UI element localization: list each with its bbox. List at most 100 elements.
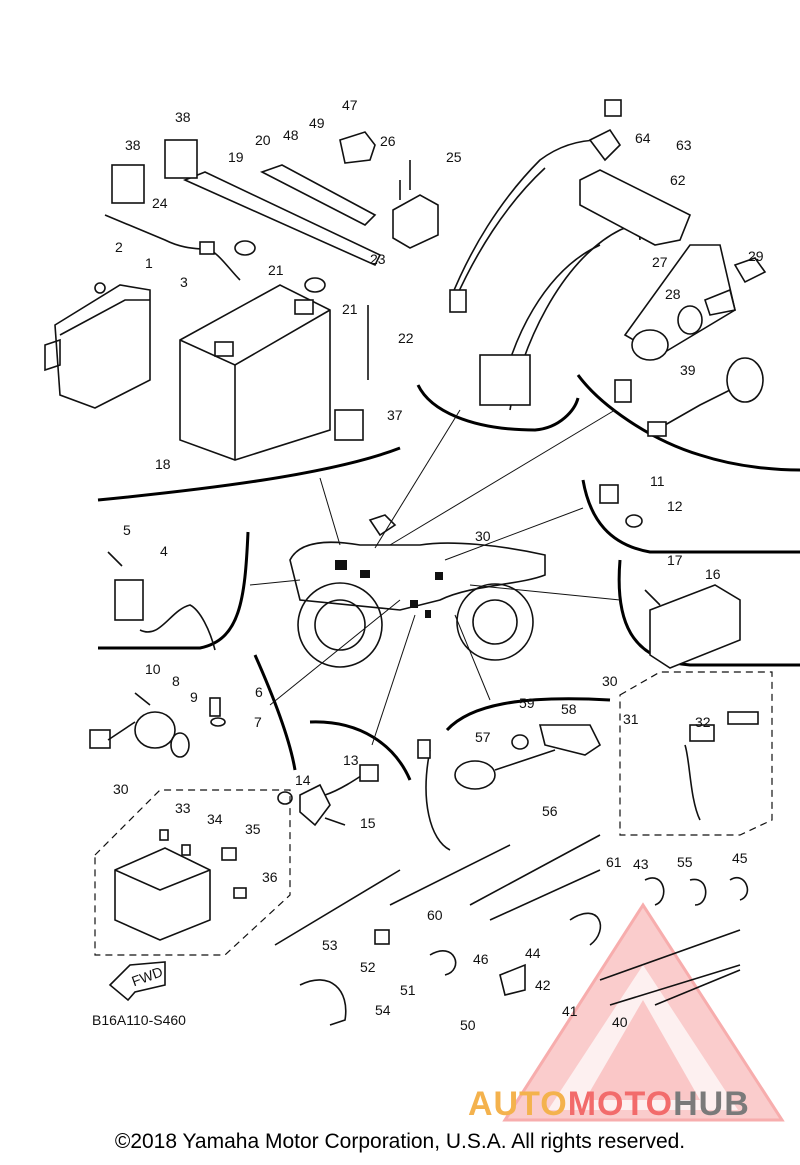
rectifier-16 xyxy=(644,584,741,669)
part-number-label: 61 xyxy=(606,854,622,870)
part-47 xyxy=(339,131,376,164)
main-switch xyxy=(614,244,767,403)
part-number-label: 15 xyxy=(360,815,376,831)
part-number-label: 54 xyxy=(375,1002,391,1018)
ignition-coil xyxy=(107,551,216,651)
part-number-label: 33 xyxy=(175,800,191,816)
fuse-box-area xyxy=(94,789,291,956)
part-number-label: 12 xyxy=(667,498,683,514)
part-number-label: 19 xyxy=(228,149,244,165)
relays-38 xyxy=(111,139,198,204)
part-number-label: 56 xyxy=(542,803,558,819)
battery xyxy=(179,284,331,461)
part-number-label: 21 xyxy=(268,262,284,278)
part-number-label: 1 xyxy=(145,255,153,271)
switch-6 xyxy=(209,697,226,727)
speed-sensor-13 xyxy=(277,764,379,827)
part-number-label: 8 xyxy=(172,673,180,689)
part-number-label: 30 xyxy=(602,673,618,689)
part-number-label: 43 xyxy=(633,856,649,872)
brand-moto: MOTO xyxy=(567,1085,674,1123)
atv-vehicle-outline xyxy=(289,514,546,668)
part-number-label: 58 xyxy=(561,701,577,717)
part-number-label: 34 xyxy=(207,811,223,827)
part-number-label: 50 xyxy=(460,1017,476,1033)
part-number-label: 10 xyxy=(145,661,161,677)
part-number-label: 20 xyxy=(255,132,271,148)
part-number-label: 11 xyxy=(650,473,665,489)
part-number-label: 47 xyxy=(342,97,358,113)
part-number-label: 40 xyxy=(612,1014,628,1030)
part-number-label: 13 xyxy=(343,752,359,768)
part-number-label: 55 xyxy=(677,854,693,870)
part-number-label: 36 xyxy=(262,869,278,885)
part-number-label: 22 xyxy=(398,330,414,346)
part-number-label: 30 xyxy=(475,528,491,544)
part-number-label: 63 xyxy=(676,137,692,153)
part-number-label: 35 xyxy=(245,821,261,837)
cap-63 xyxy=(588,99,622,162)
part-number-label: 6 xyxy=(255,684,263,700)
part-number-label: 42 xyxy=(535,977,551,993)
part-number-label: 16 xyxy=(705,566,721,582)
part-number-label: 23 xyxy=(370,251,386,267)
brand-hub: HUB xyxy=(673,1085,750,1123)
sensor-11 xyxy=(599,484,643,528)
starter-relay xyxy=(392,160,439,249)
part-number-label: 46 xyxy=(473,951,489,967)
part-number-label: 26 xyxy=(380,133,396,149)
part-labels: 1234567891011121314151617181920212122232… xyxy=(113,97,764,1033)
part-number-label: 4 xyxy=(160,543,168,559)
part-number-label: 31 xyxy=(623,711,639,727)
part-number-label: 27 xyxy=(652,254,668,270)
brand-auto: AUTO xyxy=(468,1085,568,1123)
starter-57 xyxy=(417,724,602,851)
part-number-label: 21 xyxy=(342,301,358,317)
part-number-label: 62 xyxy=(670,172,686,188)
part-number-label: 64 xyxy=(635,130,651,146)
part-number-label: 18 xyxy=(155,456,171,472)
part-number-label: 30 xyxy=(113,781,129,797)
lead-wire-24 xyxy=(104,214,241,281)
part-number-label: 32 xyxy=(695,714,711,730)
sensor-8 xyxy=(89,692,190,758)
switch-39 xyxy=(647,357,764,437)
part-number-label: 59 xyxy=(519,695,535,711)
part-number-label: 44 xyxy=(525,945,541,961)
part-number-label: 29 xyxy=(748,248,764,264)
part-number-label: 7 xyxy=(254,714,262,730)
part-number-label: 14 xyxy=(295,772,311,788)
part-number-label: 53 xyxy=(322,937,338,953)
copyright-footer: ©2018 Yamaha Motor Corporation, U.S.A. A… xyxy=(114,1130,686,1153)
ecu-unit xyxy=(44,282,151,409)
watermark-logo-triangle xyxy=(502,902,785,1122)
part-number-label: 5 xyxy=(123,522,131,538)
battery-bracket xyxy=(182,164,382,267)
part-number-label: 2 xyxy=(115,239,123,255)
harness-area-30 xyxy=(619,671,773,836)
fwd-arrow xyxy=(108,961,166,1002)
part-number-label: 48 xyxy=(283,127,299,143)
part-number-label: 28 xyxy=(665,286,681,302)
part-number-label: 57 xyxy=(475,729,491,745)
clamps xyxy=(299,876,749,1026)
part-number-label: 41 xyxy=(562,1003,578,1019)
relay-37 xyxy=(334,409,364,441)
part-number-label: 25 xyxy=(446,149,462,165)
meter-panel-62 xyxy=(579,169,692,246)
part-number-label: 45 xyxy=(732,850,748,866)
part-number-label: 38 xyxy=(125,137,141,153)
rubber-21 xyxy=(234,240,326,293)
part-number-label: 17 xyxy=(667,552,683,568)
part-number-label: 52 xyxy=(360,959,376,975)
part-number-label: 51 xyxy=(400,982,416,998)
part-number-label: 9 xyxy=(190,689,198,705)
cable-ties xyxy=(274,834,741,1006)
watermark-brand-text: AUTOMOTOHUB xyxy=(468,1085,750,1124)
part-number-label: 37 xyxy=(387,407,403,423)
diagram-code: B16A110-S460 xyxy=(92,1012,186,1028)
part-number-label: 38 xyxy=(175,109,191,125)
part-number-label: 49 xyxy=(309,115,325,131)
part-number-label: 24 xyxy=(152,195,168,211)
